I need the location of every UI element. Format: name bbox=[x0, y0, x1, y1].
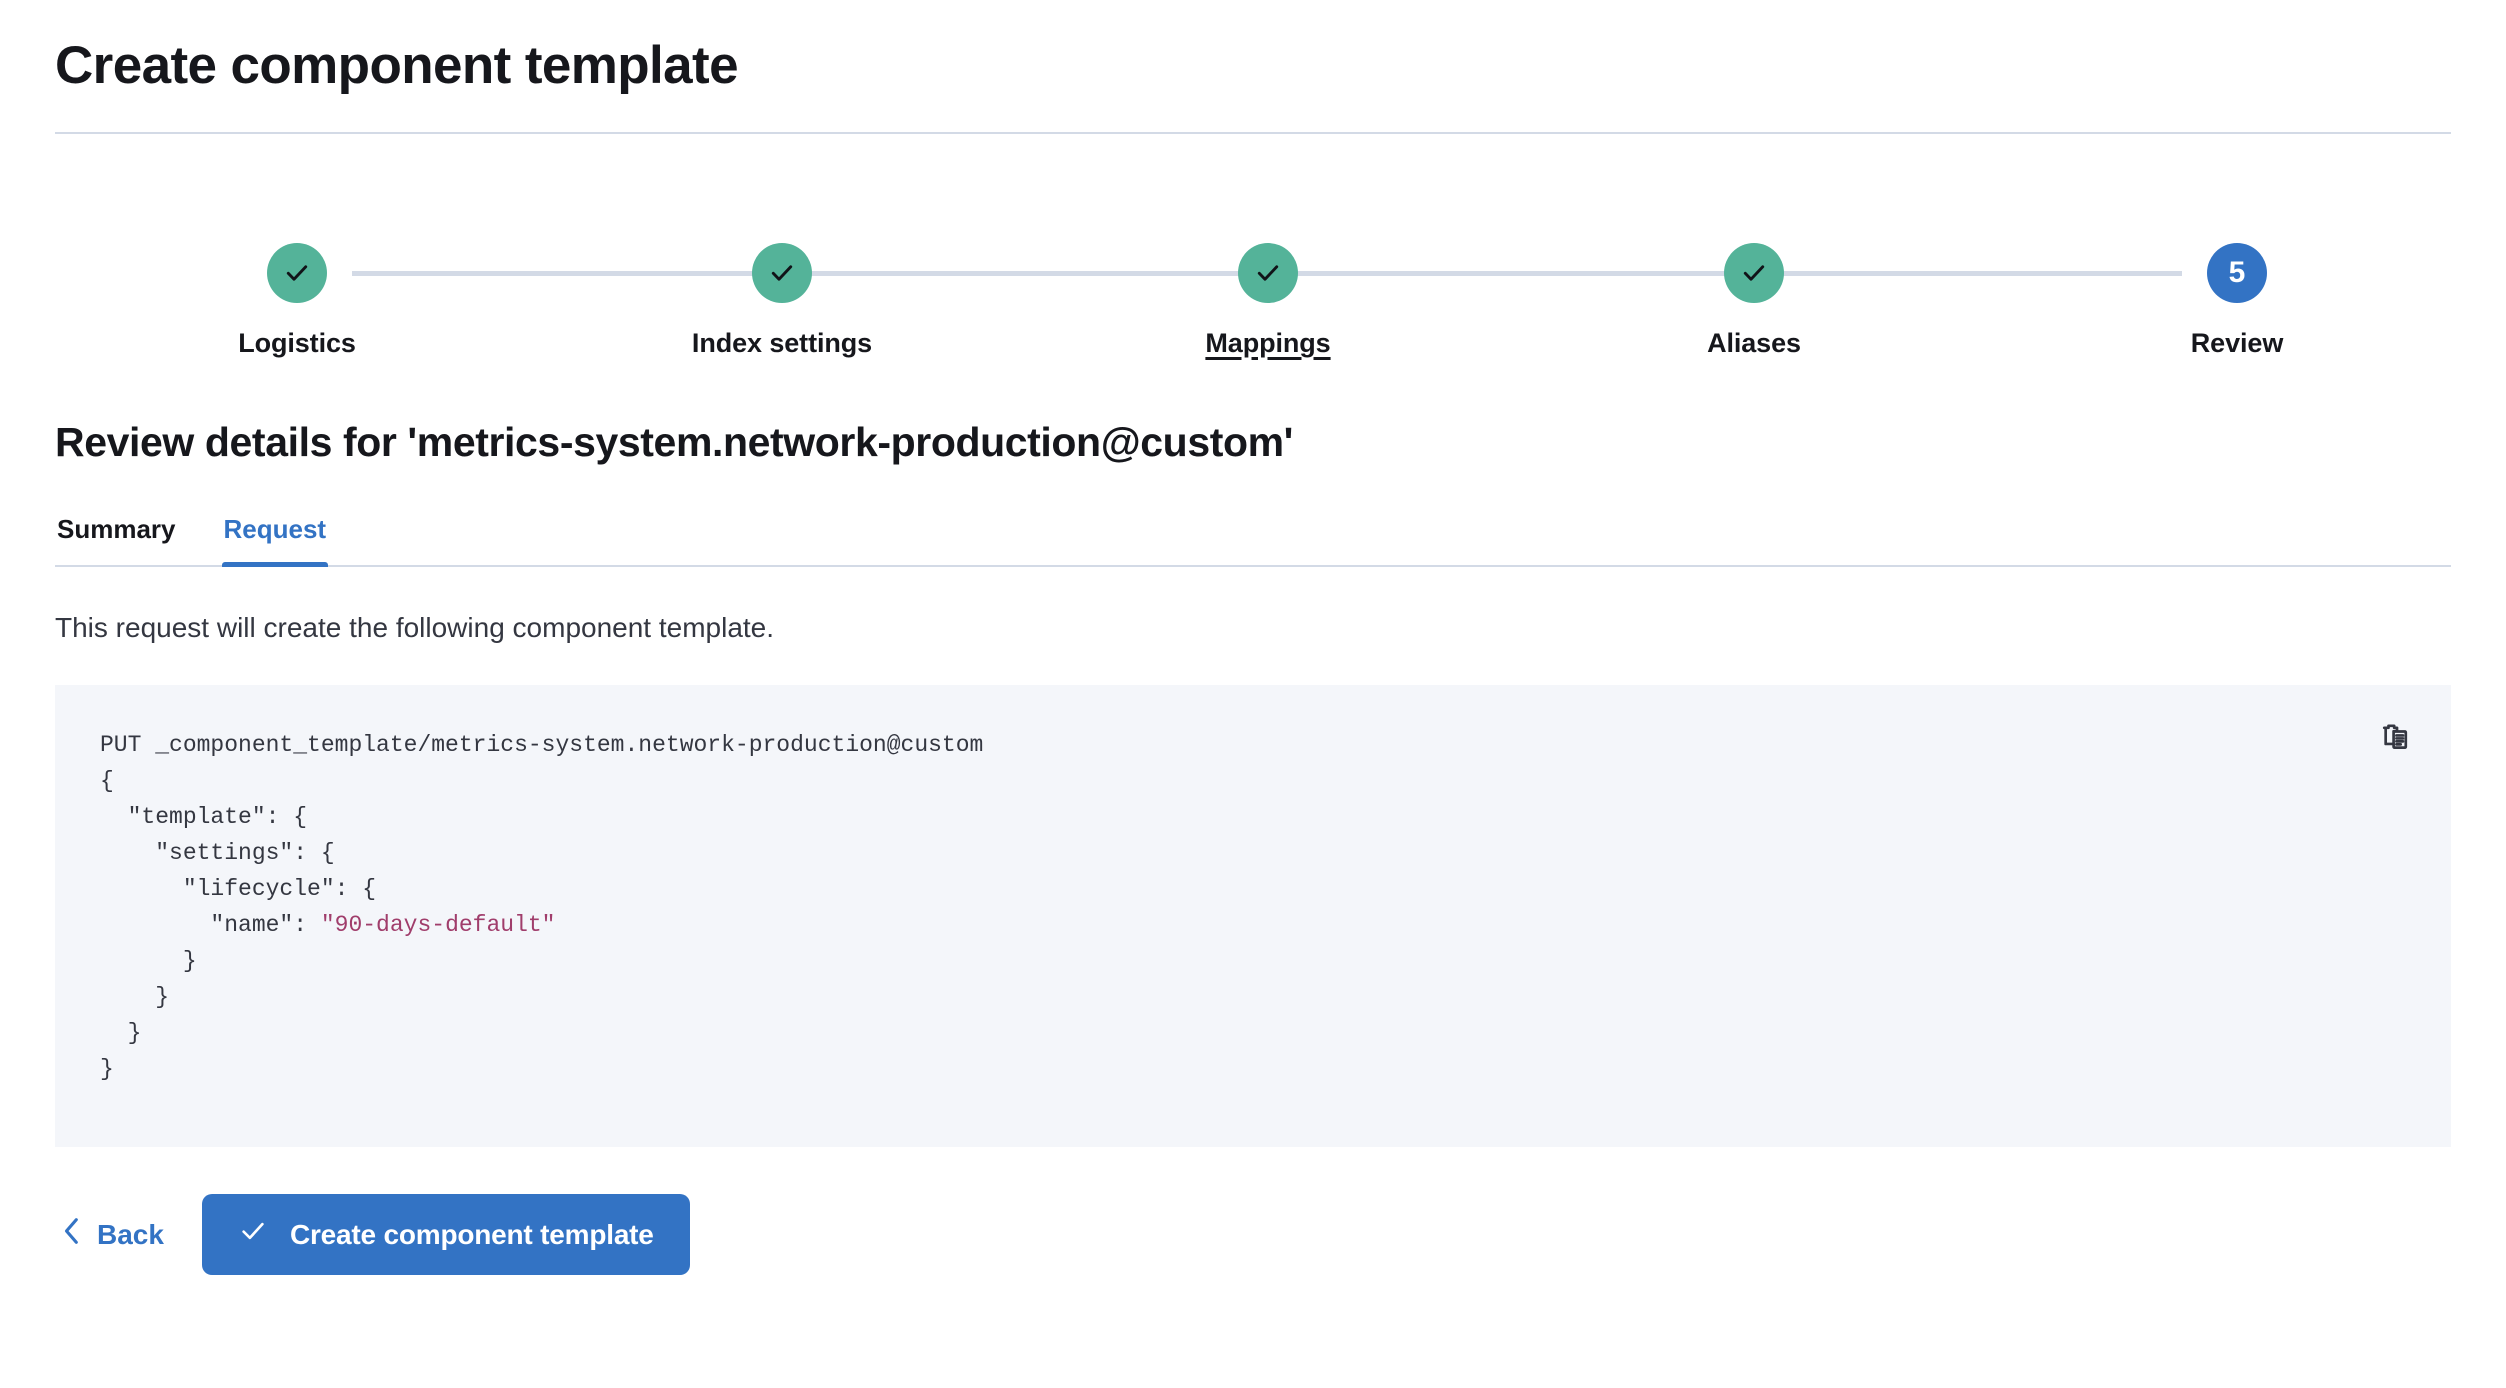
step-label: Logistics bbox=[238, 327, 356, 358]
step-circle bbox=[1724, 242, 1784, 303]
request-body-line: } bbox=[100, 984, 170, 1011]
copy-request-button[interactable] bbox=[2373, 715, 2421, 763]
review-heading: Review details for 'metrics-system.netwo… bbox=[55, 418, 1294, 465]
back-button[interactable]: Back bbox=[55, 1206, 170, 1263]
tab-request[interactable]: Request bbox=[221, 514, 329, 567]
request-body-line: } bbox=[100, 948, 197, 975]
request-body-line: } bbox=[100, 1020, 142, 1047]
step-label: Aliases bbox=[1707, 327, 1801, 358]
check-icon bbox=[282, 258, 312, 288]
stepper-step-aliases[interactable]: Aliases bbox=[1614, 226, 1894, 359]
step-number: 5 bbox=[2228, 255, 2246, 289]
lifecycle-name-value: "90-days-default" bbox=[320, 912, 556, 939]
step-label: Index settings bbox=[691, 327, 873, 358]
request-body-line: } bbox=[100, 1056, 114, 1083]
back-button-label: Back bbox=[97, 1218, 164, 1250]
request-body-line: "lifecycle": { bbox=[100, 876, 377, 903]
chevron-left-icon bbox=[61, 1216, 81, 1253]
request-code: PUT _component_template/metrics-system.n… bbox=[100, 727, 2406, 1087]
page-title: Create component template bbox=[55, 36, 739, 95]
step-circle bbox=[267, 242, 327, 303]
request-method-line: PUT _component_template/metrics-system.n… bbox=[100, 732, 984, 759]
step-circle bbox=[752, 242, 812, 303]
request-body-line: { bbox=[100, 768, 114, 795]
create-component-template-button[interactable]: Create component template bbox=[201, 1194, 690, 1276]
step-label: Mappings bbox=[1205, 327, 1331, 358]
review-tabs: Summary Request bbox=[55, 514, 2451, 567]
title-divider bbox=[55, 131, 2451, 134]
check-icon bbox=[767, 258, 797, 288]
create-component-template-label: Create component template bbox=[289, 1218, 654, 1250]
check-icon bbox=[1739, 258, 1769, 288]
request-body-line: "name": bbox=[100, 912, 321, 939]
request-description: This request will create the following c… bbox=[55, 611, 775, 643]
request-body-line: "settings": { bbox=[100, 840, 335, 867]
stepper-step-logistics[interactable]: Logistics bbox=[157, 226, 437, 359]
wizard-actions: Back Create component template bbox=[55, 1194, 2451, 1276]
step-circle: 5 bbox=[2207, 242, 2267, 303]
check-icon bbox=[238, 1216, 268, 1253]
request-code-panel: PUT _component_template/metrics-system.n… bbox=[55, 685, 2451, 1148]
step-circle bbox=[1238, 242, 1298, 303]
step-label: Review bbox=[2190, 327, 2284, 358]
tab-summary[interactable]: Summary bbox=[55, 514, 178, 565]
check-icon bbox=[1253, 258, 1283, 288]
copy-clipboard-icon bbox=[2380, 721, 2414, 758]
request-body-line: "template": { bbox=[100, 804, 308, 831]
stepper-step-index-settings[interactable]: Index settings bbox=[642, 226, 922, 359]
stepper-step-mappings[interactable]: Mappings bbox=[1128, 226, 1408, 359]
